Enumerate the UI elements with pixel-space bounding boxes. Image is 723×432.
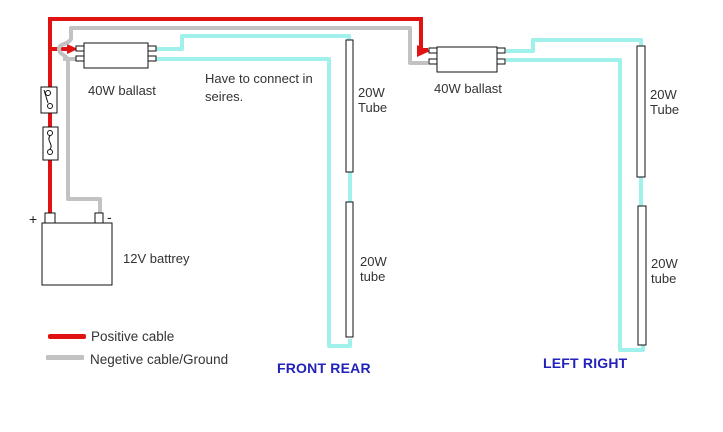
positive-cable (48, 17, 430, 214)
legend-positive-swatch (48, 334, 86, 339)
tube-wire-left-return (155, 57, 352, 348)
battery-positive-terminal (44, 212, 56, 224)
switch-contact-icon (47, 103, 53, 109)
front-rear-heading: FRONT REAR (277, 360, 371, 376)
ballast-left-label: 40W ballast (88, 83, 156, 98)
positive-arrow-left-icon (67, 44, 78, 54)
tube-top-right-label: 20W Tube (650, 87, 680, 117)
ballast-right-pin (496, 58, 506, 65)
battery-plus-sign: + (29, 211, 38, 227)
tube-top-right (636, 45, 646, 178)
tube-wiring-left (155, 34, 352, 348)
tube-bottom-right (637, 205, 647, 346)
ballast-left-pin (147, 45, 157, 52)
legend-positive-label: Positive cable (91, 329, 175, 344)
switch-contact-icon (45, 90, 51, 96)
fuse-element-icon (48, 135, 52, 150)
series-note: Have to connect in seires. (205, 71, 313, 104)
tube-top-left (345, 39, 354, 173)
fuse (42, 126, 59, 161)
tube-bottom-right-label: 20W tube (651, 256, 678, 286)
ballast-right-pin (496, 47, 506, 54)
battery-body (41, 222, 113, 286)
ballast-left (75, 42, 157, 69)
ballast-left-body (83, 42, 149, 69)
ballast-right-pin (428, 47, 438, 54)
ballast-right-body (436, 46, 498, 73)
tube-bottom-left-label: 20W tube (360, 254, 387, 284)
negative-cable (57, 26, 428, 214)
switch-blade-icon (43, 89, 49, 104)
left-right-heading: LEFT RIGHT (543, 355, 628, 371)
ballast-right-label: 40W ballast (434, 81, 502, 96)
legend-negative-label: Negetive cable/Ground (90, 352, 229, 367)
tube-wire-right-return (506, 58, 645, 352)
battery-label: 12V battrey (123, 251, 190, 266)
ballast-left-pin (75, 45, 85, 52)
tube-wire-right-top (506, 38, 643, 53)
battery-negative-terminal (94, 212, 104, 224)
fuse-contact-icon (47, 149, 53, 155)
legend-negative-swatch (46, 355, 84, 360)
tube-wire-left-top (155, 34, 351, 51)
battery (41, 212, 113, 286)
tube-top-left-label: 20W Tube (358, 85, 388, 115)
switch (40, 86, 58, 114)
ballast-left-pin (75, 55, 85, 62)
ballast-left-pin (147, 55, 157, 62)
positive-arrow-right-icon (417, 45, 430, 57)
battery-minus-sign: - (107, 209, 112, 225)
tube-bottom-left (345, 201, 354, 338)
tube-wiring-right (506, 38, 645, 352)
ballast-right (428, 46, 506, 73)
fuse-contact-icon (47, 130, 53, 136)
ballast-right-pin (428, 58, 438, 65)
